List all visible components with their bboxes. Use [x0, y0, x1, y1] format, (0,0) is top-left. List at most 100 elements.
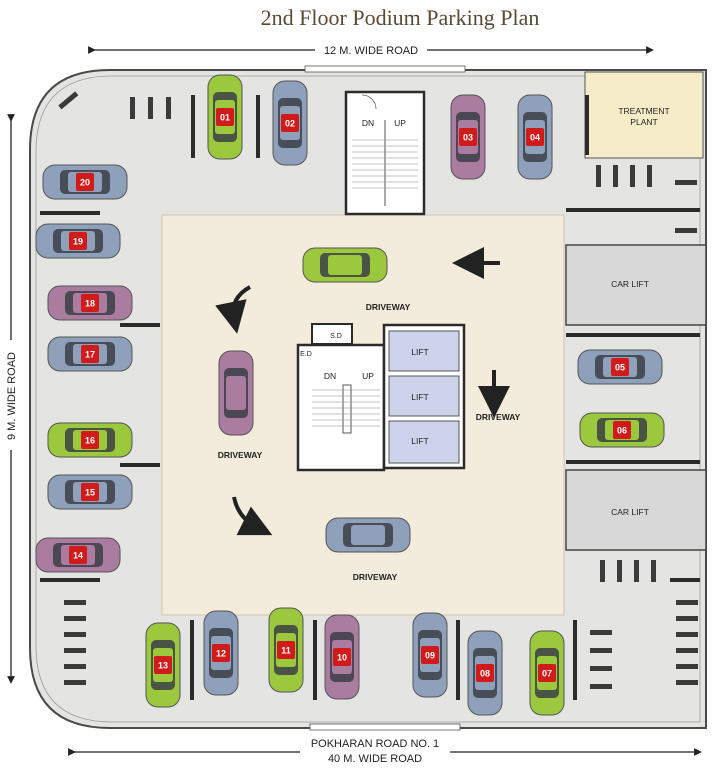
driveway-cars — [218, 247, 411, 553]
space-number: 01 — [220, 113, 230, 123]
space-number-badge — [421, 646, 439, 664]
space-number-badge — [81, 294, 99, 312]
parking-space-03: 03 — [450, 94, 486, 180]
space-number: 13 — [158, 661, 168, 671]
space-number: 18 — [85, 299, 95, 309]
space-number: 12 — [216, 649, 226, 659]
parking-space-16: 16 — [47, 422, 133, 458]
driveway-label-right: DRIVEWAY — [476, 412, 521, 422]
space-number: 10 — [337, 653, 347, 663]
space-number-badge — [81, 431, 99, 449]
space-number-badge — [81, 345, 99, 363]
left-road-label: 9 M. WIDE ROAD — [6, 352, 18, 440]
parking-space-09: 09 — [412, 612, 448, 698]
top-opening — [304, 65, 466, 73]
driveway-car-3 — [325, 517, 411, 553]
driveway-label-left: DRIVEWAY — [218, 450, 263, 460]
space-number-badge — [81, 483, 99, 501]
parking-space-12: 12 — [203, 610, 239, 696]
space-number: 05 — [615, 363, 625, 373]
direction-arrows — [215, 247, 510, 536]
space-number-badge — [476, 664, 494, 682]
treatment-plant-label-2: PLANT — [630, 117, 657, 127]
space-number-badge — [281, 114, 299, 132]
parking-space-07: 07 — [529, 630, 565, 716]
top-road-dimension: 12 M. WIDE ROAD — [88, 43, 654, 57]
walls — [40, 95, 700, 700]
driveway-car-2 — [218, 350, 254, 436]
lift-3-label: LIFT — [411, 436, 428, 446]
parking-space-20: 20 — [42, 164, 128, 200]
treatment-plant — [584, 71, 704, 159]
parking-space-15: 15 — [47, 474, 133, 510]
core-stair-up-label: UP — [362, 371, 374, 381]
space-number-badge — [613, 421, 631, 439]
space-number: 20 — [80, 178, 90, 188]
parking-space-13: 13 — [145, 622, 181, 708]
space-number-badge — [69, 232, 87, 250]
space-number: 02 — [285, 119, 295, 129]
bottom-road-label-2: 40 M. WIDE ROAD — [328, 753, 422, 765]
space-number: 06 — [617, 426, 627, 436]
ed-label: E.D — [300, 351, 312, 358]
space-number-badge — [611, 358, 629, 376]
space-number: 14 — [73, 551, 83, 561]
parking-space-01: 01 — [207, 74, 243, 160]
space-number-badge — [277, 641, 295, 659]
parking-space-17: 17 — [47, 336, 133, 372]
space-number: 03 — [463, 133, 473, 143]
upper-stair-dn-label: DN — [362, 118, 374, 128]
space-number-badge — [459, 128, 477, 146]
lift-1-label: LIFT — [411, 347, 428, 357]
space-number: 15 — [85, 488, 95, 498]
space-number-badge — [154, 656, 172, 674]
car-lift-bottom-label: CAR LIFT — [611, 507, 649, 517]
parking-space-10: 10 — [324, 614, 360, 700]
space-number: 07 — [542, 669, 552, 679]
upper-stair-up-label: UP — [394, 118, 406, 128]
driveway-car-1 — [302, 247, 388, 283]
parking-space-08: 08 — [467, 630, 503, 716]
sd-label: S.D — [330, 333, 342, 340]
central-core: S.D E.D DN UP LIFT LIFT LIFT — [296, 323, 466, 472]
arrow-curve-top — [215, 285, 252, 334]
parking-space-02: 02 — [272, 80, 308, 166]
bottom-opening — [309, 723, 461, 731]
parking-space-19: 19 — [35, 223, 121, 259]
treatment-plant-label-1: TREATMENT — [618, 106, 669, 116]
lift-2-label: LIFT — [411, 392, 428, 402]
space-number: 17 — [85, 350, 95, 360]
space-number-badge — [216, 108, 234, 126]
parking-space-14: 14 — [35, 537, 121, 573]
parking-space-04: 04 — [517, 94, 553, 180]
bottom-road-dimension: POKHARAN ROAD NO. 1 40 M. WIDE ROAD — [68, 736, 702, 766]
bottom-road-label-1: POKHARAN ROAD NO. 1 — [311, 738, 439, 750]
car-lift-top — [565, 244, 707, 326]
left-road-dimension: 9 M. WIDE ROAD — [4, 114, 18, 684]
space-number-badge — [538, 664, 556, 682]
space-number-badge — [212, 644, 230, 662]
space-number: 16 — [85, 436, 95, 446]
driveway-label-bottom: DRIVEWAY — [353, 572, 398, 582]
parking-spaces: 01 02 03 04 05 06 07 08 09 10 11 12 13 14 15 16 17 18 19 20 — [35, 74, 665, 716]
space-number: 09 — [425, 651, 435, 661]
upper-staircase: DN UP — [344, 90, 426, 216]
space-number: 04 — [530, 133, 540, 143]
motorcycle-bays — [58, 91, 698, 689]
parking-space-18: 18 — [47, 285, 133, 321]
car-lift-top-label: CAR LIFT — [611, 279, 649, 289]
car-lift-bottom — [565, 469, 707, 551]
core-stair-dn-label: DN — [324, 371, 336, 381]
space-number: 11 — [281, 646, 291, 656]
top-road-label: 12 M. WIDE ROAD — [324, 45, 418, 57]
space-number-badge — [526, 128, 544, 146]
space-number: 19 — [73, 237, 83, 247]
driveway-label-top: DRIVEWAY — [366, 302, 411, 312]
space-number-badge — [76, 173, 94, 191]
space-number-badge — [333, 648, 351, 666]
arrow-curve-bottom — [232, 496, 273, 536]
parking-space-05: 05 — [577, 349, 663, 385]
parking-space-06: 06 — [579, 412, 665, 448]
page-title: 2nd Floor Podium Parking Plan — [261, 5, 540, 30]
